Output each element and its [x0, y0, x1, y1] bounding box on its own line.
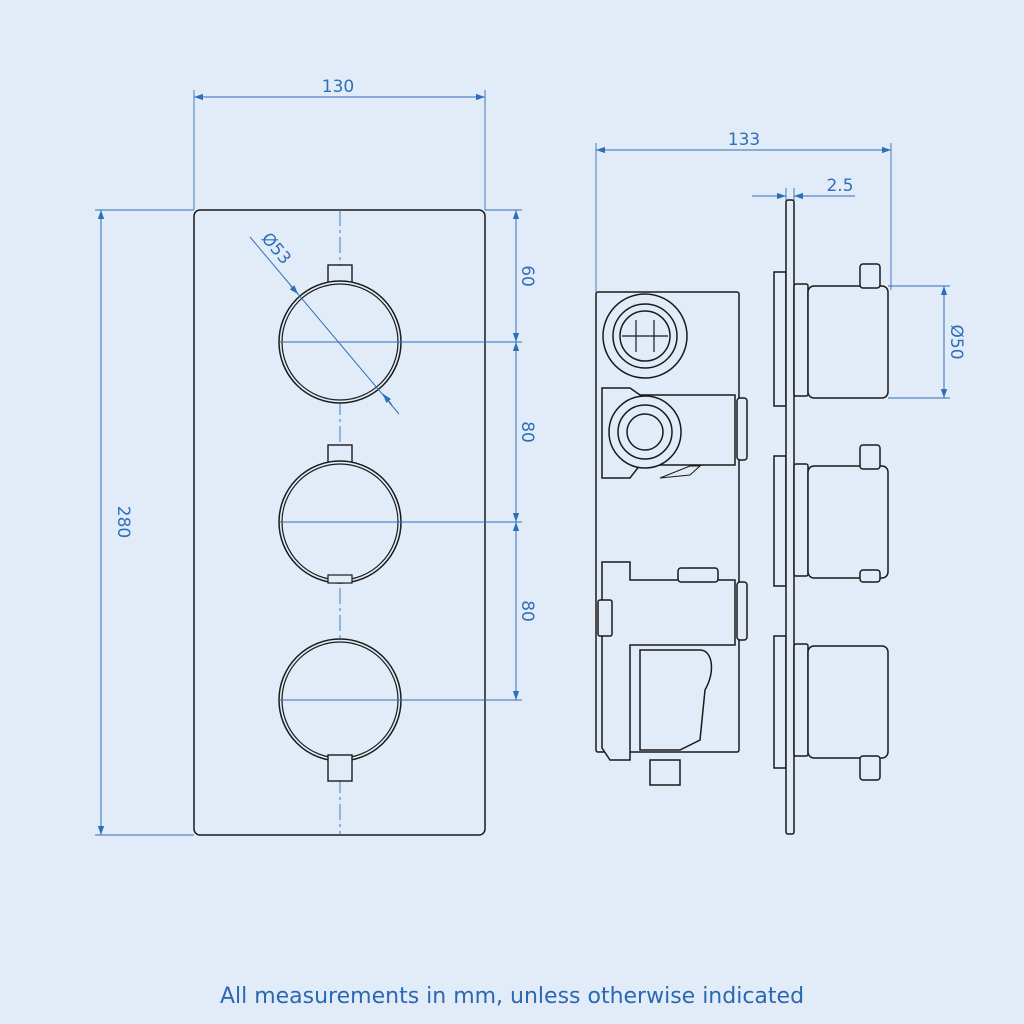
label-spacing-mid: 80: [517, 421, 537, 443]
label-spacing-bottom: 80: [517, 600, 537, 622]
side-knob-middle: [807, 465, 889, 579]
label-plate-thickness: 2.5: [826, 176, 853, 196]
caption-note: All measurements in mm, unless otherwise…: [219, 984, 805, 1009]
side-view: [595, 199, 889, 835]
side-plate: [785, 199, 795, 835]
label-front-height: 280: [113, 506, 133, 538]
front-view: 130 280 Ø53 60 80 80: [95, 77, 537, 836]
side-knob-top: [807, 285, 889, 399]
side-dimensions: 133 2.5 Ø50: [595, 130, 966, 399]
label-knob-diameter: Ø50: [946, 324, 966, 359]
side-knob-bottom: [807, 645, 889, 759]
dim-line-handle-diameter: [249, 236, 400, 415]
label-spacing-top: 60: [517, 265, 537, 287]
label-side-depth: 133: [728, 130, 760, 150]
label-front-width: 130: [322, 77, 354, 97]
